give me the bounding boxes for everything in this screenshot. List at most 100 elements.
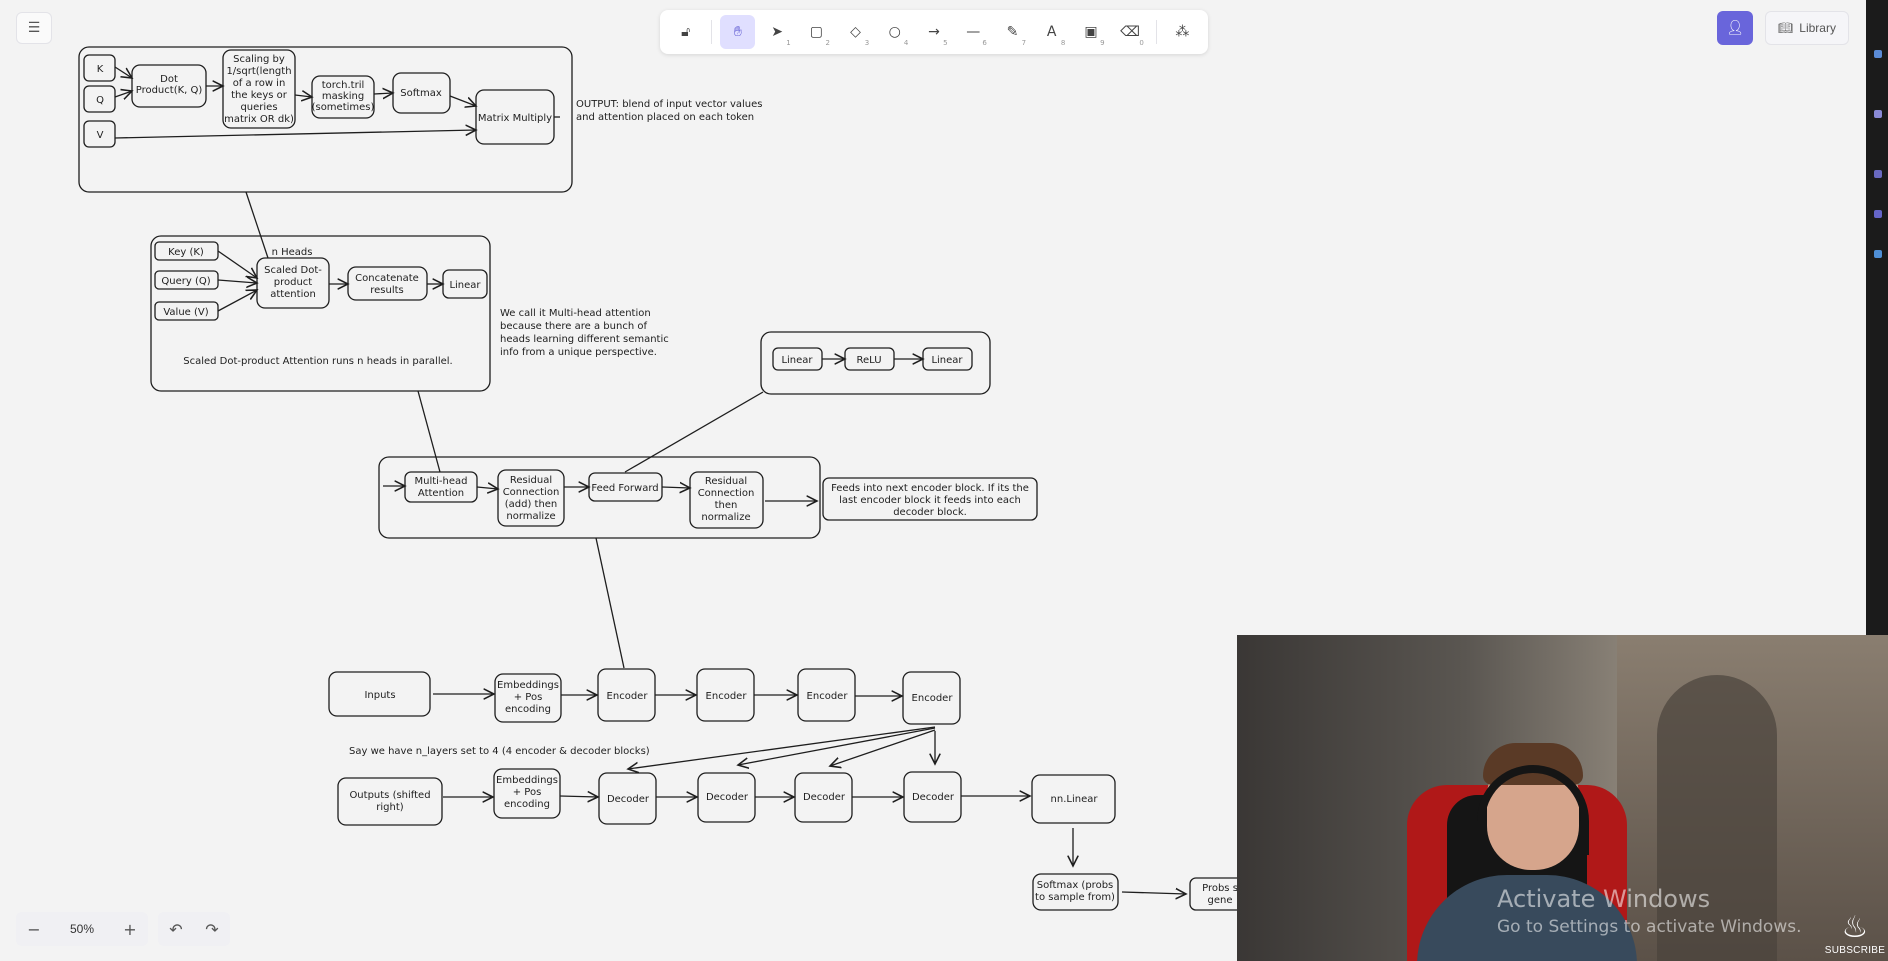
panel-icon <box>1874 210 1882 218</box>
value-label: Value (V) <box>163 307 208 318</box>
attention-container[interactable] <box>78 46 573 193</box>
history-controls: ↶ ↷ <box>158 912 230 946</box>
text-line: + Pos <box>514 692 543 703</box>
n-layers-note: Say we have n_layers set to 4 (4 encoder… <box>349 746 650 757</box>
collaborate-button[interactable]: 👤︎ <box>1717 11 1753 45</box>
toolbar-divider <box>1155 20 1157 44</box>
shapes-icon: ⁂ <box>1175 24 1190 40</box>
hand-icon: ✋︎ <box>733 24 742 40</box>
decoder-2-label: Decoder <box>706 792 749 803</box>
heads-label: n Heads <box>272 247 313 258</box>
cursor-icon: ➤ <box>771 24 783 40</box>
hand-tool[interactable]: ✋︎ <box>720 15 756 49</box>
redo-button[interactable]: ↷ <box>194 912 230 946</box>
circle-icon: ○ <box>888 24 901 40</box>
text-line: queries <box>240 102 277 113</box>
arrow-tool[interactable]: →5 <box>916 15 951 49</box>
outputs-box[interactable] <box>337 777 443 826</box>
text-line: Outputs (shifted <box>349 790 430 801</box>
nn-linear-box[interactable] <box>1031 774 1116 824</box>
panel-icon <box>1874 170 1882 178</box>
ffn-container[interactable] <box>760 331 991 395</box>
text-shortcut: 8 <box>1060 39 1066 47</box>
feed-forward-label: Feed Forward <box>591 483 658 494</box>
text-line: Scaling by <box>233 54 285 65</box>
ellipse-tool[interactable]: ○4 <box>877 15 912 49</box>
residual2-box[interactable] <box>689 471 764 529</box>
image-tool[interactable]: ▣9 <box>1073 15 1108 49</box>
key-label: Key (K) <box>168 247 204 258</box>
matmul-label: Matrix Multiply <box>478 113 552 124</box>
eraser-tool[interactable]: ⌫0 <box>1113 15 1148 49</box>
text-line: Residual <box>510 475 552 486</box>
subscribe-badge[interactable]: ♨ SUBSCRIBE <box>1824 898 1886 957</box>
text-line: Product(K, Q) <box>136 85 203 96</box>
k-box[interactable] <box>83 54 116 82</box>
panel-icon <box>1874 110 1882 118</box>
residual1-box[interactable] <box>497 469 565 527</box>
rectangle-tool[interactable]: ▢2 <box>799 15 834 49</box>
selection-tool[interactable]: ➤1 <box>759 15 794 49</box>
main-menu-button[interactable]: ☰ <box>16 12 52 44</box>
lock-tool[interactable]: 🔓︎ <box>668 15 703 49</box>
library-button[interactable]: 📖︎ Library <box>1765 11 1849 45</box>
text-line: OUTPUT: blend of input vector values <box>576 99 763 110</box>
text-line: attention <box>270 289 316 300</box>
q-box[interactable] <box>83 85 116 113</box>
inputs-box[interactable] <box>328 671 431 717</box>
text-line: and attention placed on each token <box>576 112 754 123</box>
text-icon: A <box>1046 24 1057 40</box>
text-line: the keys or <box>231 90 288 101</box>
text-line: last encoder block it feeds into each <box>839 495 1021 506</box>
zoom-level[interactable]: 50% <box>52 912 112 946</box>
text-line: Probs s <box>1202 883 1238 894</box>
library-label: Library <box>1799 21 1836 35</box>
undo-button[interactable]: ↶ <box>158 912 194 946</box>
ffn-linear2-label: Linear <box>931 355 963 366</box>
text-line: Softmax (probs <box>1037 880 1114 891</box>
encoder-block-container[interactable] <box>378 456 821 539</box>
lock-icon: 🔓︎ <box>681 24 691 40</box>
multihead-container[interactable] <box>150 235 491 392</box>
diamond-shortcut: 3 <box>864 39 870 47</box>
text-line: Attention <box>418 488 464 499</box>
more-tools[interactable]: ⁂ <box>1165 15 1200 49</box>
encoder-note: Feeds into next encoder block. If its th… <box>831 483 1029 518</box>
line-tool[interactable]: —6 <box>956 15 991 49</box>
text-line: decoder block. <box>893 507 967 518</box>
text-line: Feeds into next encoder block. If its th… <box>831 483 1029 494</box>
draw-tool[interactable]: ✎7 <box>995 15 1030 49</box>
side-panel-strip <box>1866 0 1888 635</box>
encoder-note-box[interactable] <box>822 477 1038 521</box>
zoom-out-button[interactable]: − <box>16 912 52 946</box>
text-line: of a row in <box>233 78 286 89</box>
multihead-caption: Scaled Dot-product Attention runs n head… <box>183 356 452 367</box>
text-line: gene <box>1208 895 1233 906</box>
diamond-icon: ◇ <box>850 24 861 40</box>
zoom-in-button[interactable]: + <box>112 912 148 946</box>
softmax-label: Softmax <box>400 88 442 99</box>
v-box[interactable] <box>83 120 116 148</box>
subscribe-label: SUBSCRIBE <box>1824 945 1886 956</box>
text-line: right) <box>376 802 403 813</box>
line-shortcut: 6 <box>982 39 987 47</box>
square-icon: ▢ <box>809 24 823 40</box>
final-softmax-box[interactable] <box>1032 873 1119 911</box>
diamond-tool[interactable]: ◇3 <box>838 15 873 49</box>
eraser-icon: ⌫ <box>1120 24 1141 40</box>
nn-linear-label: nn.Linear <box>1051 794 1099 805</box>
activate-windows-subtitle: Go to Settings to activate Windows. <box>1497 917 1802 937</box>
encoder-3-label: Encoder <box>807 691 849 702</box>
